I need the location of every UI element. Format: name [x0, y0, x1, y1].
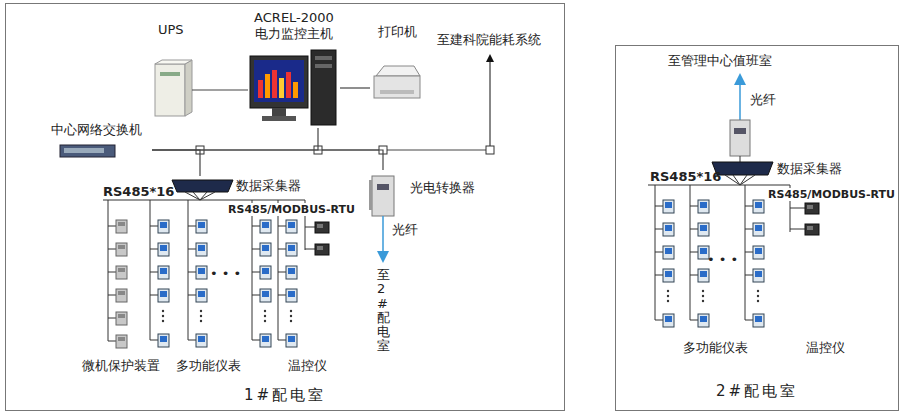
- device-label: 中心网络交换机: [51, 122, 142, 138]
- network-link: [152, 150, 383, 170]
- fiber-arrow: [739, 76, 741, 120]
- fiber-arrow: [382, 216, 384, 260]
- annotation-label: 光纤: [750, 92, 776, 108]
- annotation-label: RS485/MODBUS-RTU: [766, 188, 897, 201]
- meter-array: [103, 185, 819, 348]
- room-title: 1#配电室: [244, 386, 326, 404]
- network-switch-icon: [60, 145, 115, 157]
- annotation-label: 至建科院能耗系统: [437, 32, 541, 48]
- monitor-host-icon: [250, 50, 336, 125]
- device-box: 打印机: [370, 24, 424, 104]
- device-box: 数据采集器: [165, 176, 290, 196]
- uplink-arrow: [490, 56, 491, 150]
- ups-icon: [155, 60, 192, 116]
- annotation-label: • • •: [210, 266, 241, 282]
- annotation-label: RS485*16: [650, 169, 721, 185]
- data-collector-icon: [172, 180, 233, 200]
- annotation-label: 至2#配电室: [377, 268, 390, 354]
- network-link: [340, 87, 370, 88]
- annotation-label: 温控仪: [806, 340, 845, 356]
- device-box: UPS: [150, 22, 192, 118]
- optical-converter-icon: [369, 176, 394, 216]
- annotation-label: 多功能仪表: [683, 340, 748, 356]
- printer-icon: [374, 66, 420, 98]
- device-box: 数据采集器: [705, 160, 835, 178]
- annotation-label: 至管理中心值班室: [668, 53, 772, 69]
- device-label: 打印机: [378, 24, 417, 40]
- device-label: ACREL-2000 电力监控主机: [249, 10, 339, 41]
- network-link: [192, 89, 248, 90]
- device-label: 数据采集器: [777, 161, 842, 177]
- device-box: ACREL-2000 电力监控主机: [248, 10, 340, 128]
- annotation-label: RS485*16: [103, 184, 174, 200]
- optical-converter-icon: [730, 120, 750, 156]
- annotation-label: 多功能仪表: [176, 358, 241, 374]
- device-box: 光电转换器: [365, 170, 475, 218]
- annotation-label: • • •: [707, 252, 738, 268]
- annotation-label: 温控仪: [288, 358, 327, 374]
- network-link: [152, 128, 318, 150]
- annotation-label: RS485/MODBUS-RTU: [226, 203, 357, 216]
- device-label: 光电转换器: [410, 180, 475, 196]
- device-label: 数据采集器: [236, 178, 301, 194]
- room-title: 2#配电室: [716, 382, 798, 400]
- annotation-label: 光纤: [392, 222, 418, 238]
- device-label: UPS: [158, 22, 184, 38]
- network-link: [152, 150, 200, 176]
- annotation-label: 微机保护装置: [82, 358, 160, 374]
- wire: [740, 156, 741, 162]
- device-box: 中心网络交换机: [40, 120, 152, 160]
